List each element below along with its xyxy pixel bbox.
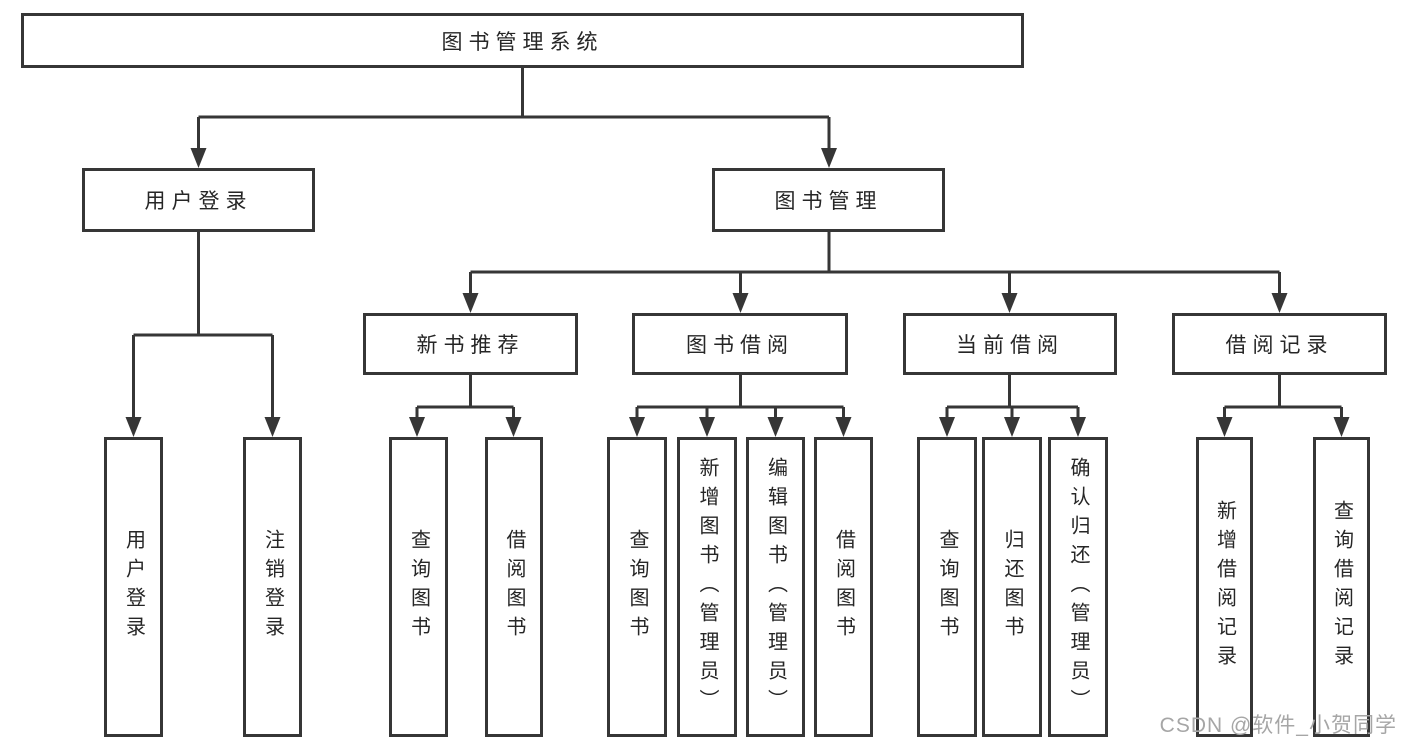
- leaf-logout: 注销登录: [243, 437, 302, 737]
- leaf-add-borrow-record: 新增借阅记录: [1196, 437, 1253, 737]
- node-book-borrow: 图书借阅: [632, 313, 848, 375]
- node-borrow-records: 借阅记录: [1172, 313, 1387, 375]
- node-user-login: 用户登录: [82, 168, 315, 232]
- node-root-system: 图书管理系统: [21, 13, 1024, 68]
- leaf-borrow-books: 借阅图书: [814, 437, 873, 737]
- leaf-borrow-query-books: 查询图书: [607, 437, 667, 737]
- node-new-book-recommend: 新书推荐: [363, 313, 578, 375]
- node-current-borrow: 当前借阅: [903, 313, 1117, 375]
- leaf-edit-books-admin: 编辑图书（管理员）: [746, 437, 805, 737]
- leaf-recommend-borrow-books: 借阅图书: [485, 437, 543, 737]
- leaf-query-borrow-record: 查询借阅记录: [1313, 437, 1370, 737]
- leaf-add-books-admin: 新增图书（管理员）: [677, 437, 737, 737]
- leaf-confirm-return-admin: 确认归还（管理员）: [1048, 437, 1108, 737]
- leaf-user-login: 用户登录: [104, 437, 163, 737]
- leaf-return-books: 归还图书: [982, 437, 1042, 737]
- node-book-management: 图书管理: [712, 168, 945, 232]
- csdn-watermark: CSDN @软件_小贺同学: [1159, 714, 1397, 737]
- leaf-recommend-query-books: 查询图书: [389, 437, 448, 737]
- leaf-current-query-books: 查询图书: [917, 437, 977, 737]
